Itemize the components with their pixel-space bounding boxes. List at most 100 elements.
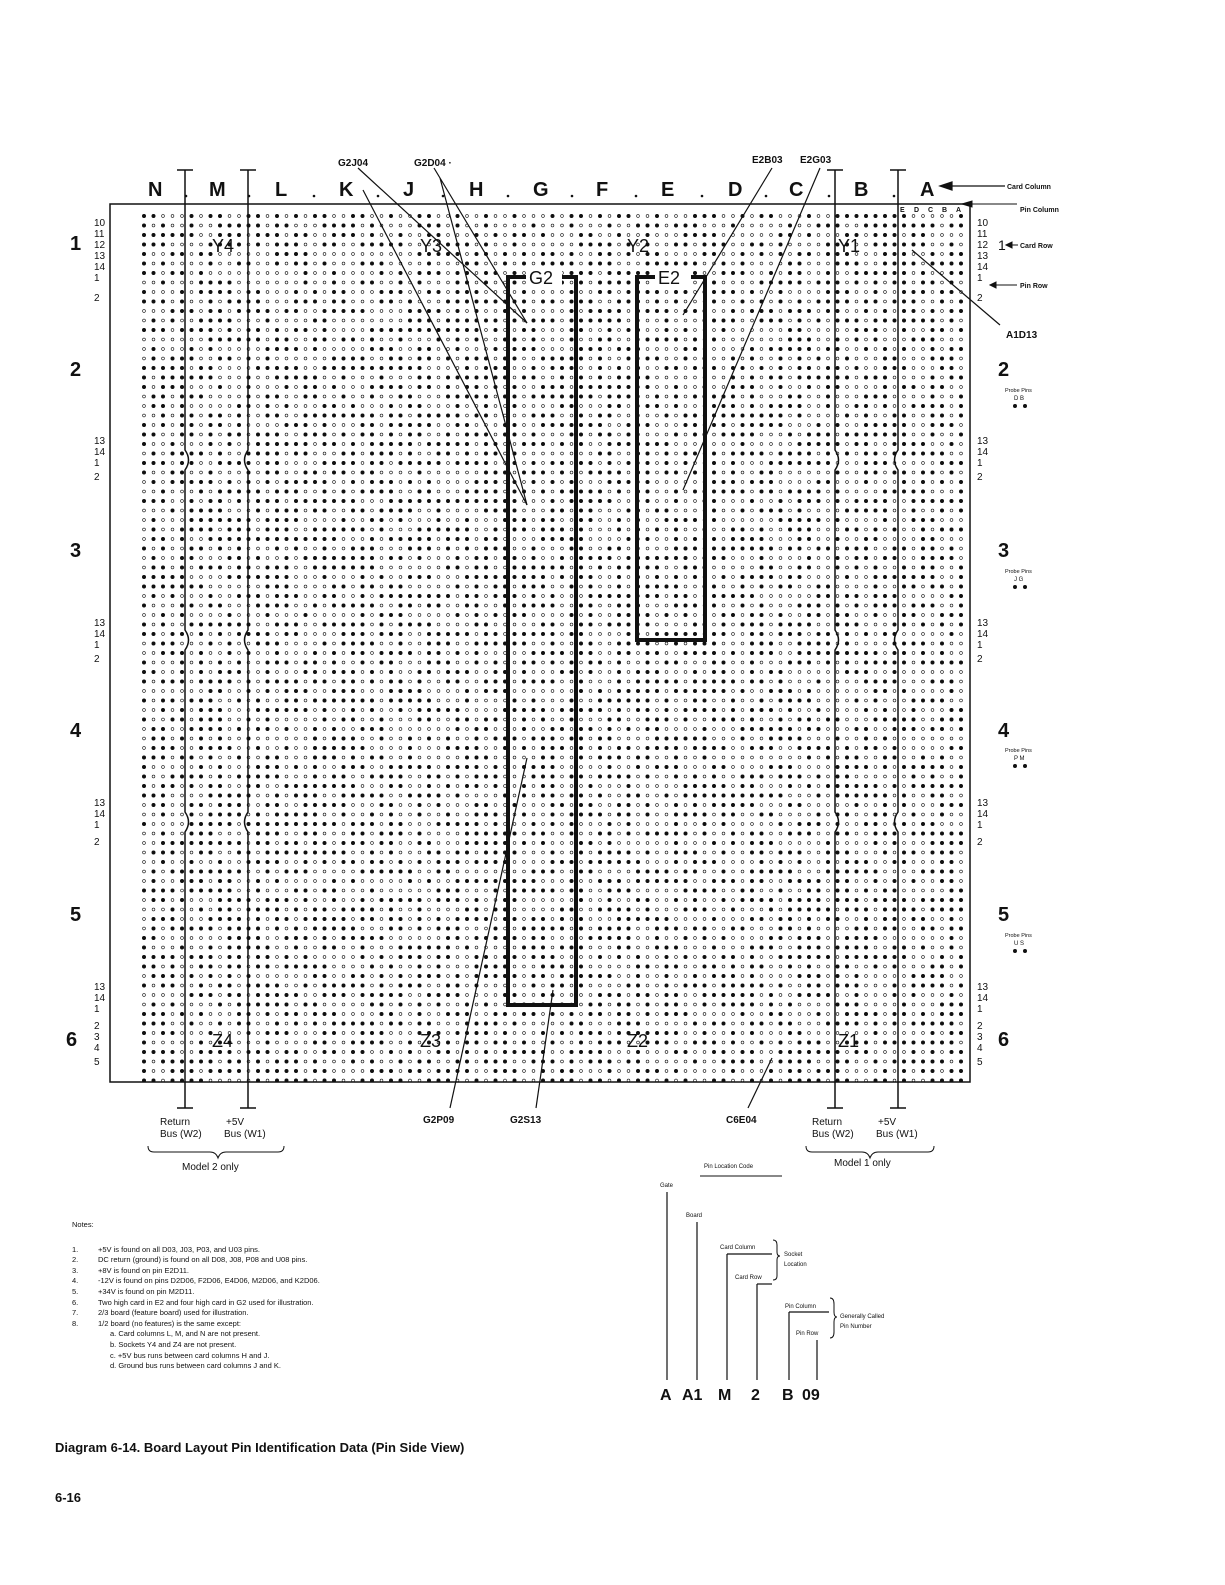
card-row-labels-right: 2 3 4 5 6 xyxy=(998,359,1010,1051)
legend-right: Card Column Pin Column 1 Card Row Pin Ro… xyxy=(938,181,1059,290)
card-column-e: E xyxy=(661,179,674,201)
pin-row-label: 2 xyxy=(977,1021,983,1032)
legend-card-row-num: 1 xyxy=(998,237,1006,253)
plus5-label-model2: +5V xyxy=(226,1117,244,1128)
pin-row-label: 13 xyxy=(94,618,106,629)
pin-row-label: 13 xyxy=(94,798,106,809)
note-subitem: d. Ground bus runs between card columns … xyxy=(110,1361,281,1371)
card-column-j: J xyxy=(403,179,414,201)
return-bus-label-model1: Bus (W2) xyxy=(812,1129,854,1140)
note-number: 6. xyxy=(72,1297,79,1307)
callout-lines xyxy=(357,167,1001,1109)
pin-row-label: 2 xyxy=(94,654,100,665)
note-subitem: b. Sockets Y4 and Z4 are not present. xyxy=(110,1339,237,1349)
notes-subitems: a. Card columns L, M, and N are not pres… xyxy=(72,1329,592,1371)
note-text: +34V is found on pin M2D11. xyxy=(98,1286,195,1296)
card-column-dividers xyxy=(184,194,896,198)
pin-row-label: 13 xyxy=(94,436,106,447)
card-column-a: A xyxy=(920,179,934,201)
callout-c6e04: C6E04 xyxy=(726,1115,757,1126)
probe-pins-title: Probe Pins xyxy=(1005,748,1032,754)
note-item: 4.-12V is found on pins D2D06, F2D06, E4… xyxy=(72,1276,592,1287)
pin-row-label: 14 xyxy=(94,993,106,1004)
legend-pin-column: Pin Column xyxy=(1020,207,1059,214)
card-column-g: G xyxy=(533,179,549,201)
card-column-f: F xyxy=(596,179,608,201)
plus5-bus-label-model1: Bus (W1) xyxy=(876,1129,918,1140)
pin-row-label: 4 xyxy=(977,1043,983,1054)
model1-only-label: Model 1 only xyxy=(834,1158,891,1169)
pin-code-generally: Generally Called xyxy=(840,1314,884,1320)
pin-row-labels: 1011121314121011121314121314121314121314… xyxy=(94,218,989,1068)
socket-y4: Y4 xyxy=(212,236,234,256)
pin-row-label: 2 xyxy=(94,837,100,848)
pin-row-label: 12 xyxy=(94,240,106,251)
probe-pins-title: Probe Pins xyxy=(1005,933,1032,939)
socket-z1: Z1 xyxy=(838,1031,859,1051)
pin-row-label: 14 xyxy=(977,809,989,820)
pin-row-label: 14 xyxy=(977,993,989,1004)
callout-e2g03: E2G03 xyxy=(800,155,832,166)
socket-z4: Z4 xyxy=(212,1031,233,1051)
pin-column-labels: E D C B A xyxy=(900,207,961,214)
callout-a1d13: A1D13 xyxy=(1006,330,1038,341)
socket-z3: Z3 xyxy=(420,1031,441,1051)
note-item: 5.+34V is found on pin M2D11. xyxy=(72,1287,592,1298)
note-item: 7.2/3 board (feature board) used for ill… xyxy=(72,1308,592,1319)
pin-row-label: 2 xyxy=(977,654,983,665)
card-row-3-right: 3 xyxy=(998,540,1009,562)
model2-only-label: Model 2 only xyxy=(182,1162,239,1173)
pin-row-label: 1 xyxy=(94,273,100,284)
pin-row-label: 13 xyxy=(94,982,106,993)
pin-row-label: 14 xyxy=(977,262,989,273)
bus-labels: Return Bus (W2) +5V Bus (W1) Model 2 onl… xyxy=(147,1117,935,1173)
pin-code-pin-number: Pin Number xyxy=(840,1324,872,1330)
card-column-h: H xyxy=(469,179,483,201)
pin-row-label: 3 xyxy=(977,1032,983,1043)
card-column-n: N xyxy=(148,179,162,201)
example-card-column: M xyxy=(718,1387,731,1404)
notes-title: Notes: xyxy=(72,1220,94,1229)
card-row-4: 4 xyxy=(70,720,82,742)
pin-row-label: 13 xyxy=(977,436,989,447)
pin-row-label: 11 xyxy=(977,229,988,240)
pin-row-label: 1 xyxy=(977,273,983,284)
card-row-6-right: 6 xyxy=(998,1029,1009,1051)
example-pin-row: 09 xyxy=(802,1387,820,1404)
pin-code-card-column: Card Column xyxy=(720,1245,755,1251)
pin-row-label: 1 xyxy=(977,640,983,651)
note-text: 1/2 board (no features) is the same exce… xyxy=(98,1318,241,1328)
board-outline xyxy=(109,203,971,1083)
example-gate: A xyxy=(660,1387,672,1404)
socket-z2: Z2 xyxy=(627,1031,648,1051)
note-number: 2. xyxy=(72,1255,79,1265)
note-subitem: a. Card columns L, M, and N are not pres… xyxy=(110,1329,261,1339)
pin-location-code: Pin Location Code Gate Board Card Column… xyxy=(660,1164,884,1404)
pin-row-label: 2 xyxy=(94,1021,100,1032)
return-label-model2: Return xyxy=(160,1117,190,1128)
pin-row-label: 2 xyxy=(94,293,100,304)
card-column-d: D xyxy=(728,179,742,201)
pin-row-label: 14 xyxy=(94,447,106,458)
probe-pin-letters: P M xyxy=(1014,756,1025,762)
card-row-2: 2 xyxy=(70,359,81,381)
callout-g2j04: G2J04 xyxy=(338,158,368,169)
card-row-4-right: 4 xyxy=(998,720,1010,742)
note-text: -12V is found on pins D2D06, F2D06, E4D0… xyxy=(98,1276,320,1286)
socket-labels: Y4 Y3 Y2 Y1 Z4 Z3 Z2 Z1 xyxy=(212,236,860,1051)
card-column-b: B xyxy=(854,179,868,201)
note-item: 6.Two high card in E2 and four high card… xyxy=(72,1298,592,1309)
pin-code-board: Board xyxy=(686,1213,702,1219)
legend-card-row: Card Row xyxy=(1020,243,1053,250)
pin-row-label: 1 xyxy=(977,1004,983,1015)
plus5-label-model1: +5V xyxy=(878,1117,896,1128)
note-item: 2.DC return (ground) is found on all D08… xyxy=(72,1255,592,1266)
note-number: 7. xyxy=(72,1308,79,1318)
pin-row-label: 2 xyxy=(94,472,100,483)
pin-row-label: 14 xyxy=(94,809,106,820)
note-item: 1.+5V is found on all D03, J03, P03, and… xyxy=(72,1245,592,1256)
note-number: 1. xyxy=(72,1244,79,1254)
pin-col-e: E xyxy=(900,207,905,214)
diagram-caption: Diagram 6-14. Board Layout Pin Identific… xyxy=(55,1440,465,1455)
